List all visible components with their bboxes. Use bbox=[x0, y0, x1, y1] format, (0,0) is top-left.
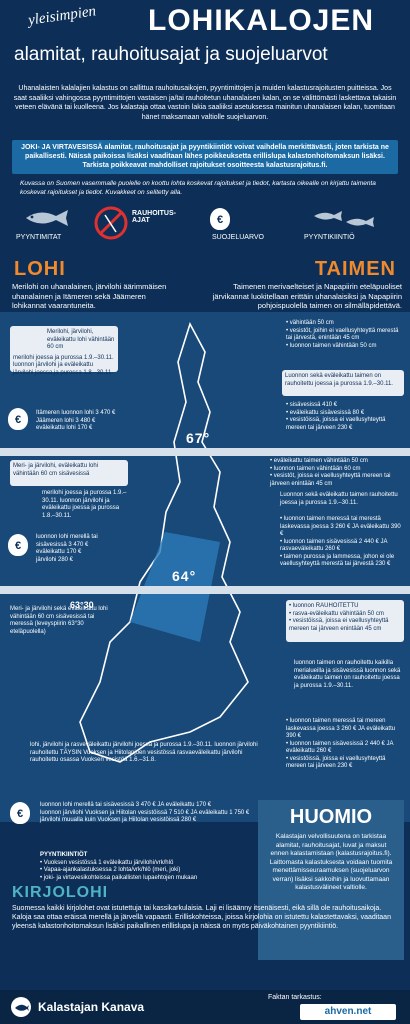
taimen-north-sizes: vähintään 50 cm vesistöt, joihin ei vael… bbox=[286, 320, 404, 350]
taimen-south-value-1: luonnon taimen meressä tai mereen laskev… bbox=[286, 718, 404, 741]
lohi-mid-close: merilohi joessa ja purossa 1.9.–30.11. l… bbox=[42, 490, 127, 519]
taimen-north-size-3: luonnon taimen vähintään 50 cm bbox=[286, 343, 404, 351]
taimen-north-close: Luonnon sekä eväleikattu taimen on rauho… bbox=[282, 370, 404, 396]
taimen-mid-sizes: eväleikattu taimen vähintään 50 cm luonn… bbox=[270, 458, 404, 488]
lohi-mid-value-3: järvilohi 280 € bbox=[36, 556, 74, 563]
lohi-north-value-3: eväleikattu lohi 170 € bbox=[36, 425, 93, 431]
legend-value: SUOJELUARVO bbox=[212, 234, 264, 241]
taimen-south-sizes: luonnon RAUHOITETTU rasva-eväleikattu vä… bbox=[286, 600, 404, 642]
taimen-mid-size-2: luonnon taimen vähintään 60 cm bbox=[270, 466, 404, 474]
taimen-north-value-2: eväleikattu sisävesissä 80 € bbox=[286, 410, 404, 418]
taimen-north-size-1: vähintään 50 cm bbox=[286, 320, 404, 328]
lohi-north-value-1: Itämeren luonnon lohi 3 470 € bbox=[36, 410, 116, 416]
footer-fact-label: Faktan tarkastus: bbox=[268, 994, 322, 1001]
lohi-mid-value-1: luonnon lohi merellä tai sisävesissä 3 4… bbox=[36, 534, 98, 548]
lohi-north-box: Merilohi, järvilohi, eväleikattu lohi vä… bbox=[10, 326, 118, 376]
legend-intro: Kuvassa on Suomen vasemmalle puolelle on… bbox=[20, 180, 376, 196]
lohi-mid-values: € luonnon lohi merellä tai sisävesissä 3… bbox=[8, 534, 124, 564]
page-title: LOHIKALOJEN bbox=[148, 4, 375, 37]
taimen-south-close: luonnon taimen on rauhoitettu kaikilla m… bbox=[294, 660, 401, 689]
taimen-mid-value-3: taimen purossa ja lammessa, johon ei ole… bbox=[280, 554, 404, 569]
lohi-south-close: lohi, järvilohi ja rasveväleikattu järvi… bbox=[30, 742, 258, 763]
money-bag-icon: € bbox=[8, 408, 28, 430]
lohi-north-close: merilohi joessa ja purossa 1.9.–30.11. l… bbox=[13, 354, 114, 376]
footer: Kalastajan Kanava Faktan tarkastus: ahve… bbox=[0, 990, 410, 1024]
taimen-south-size-2: rasva-eväleikattu vähintään 50 cm bbox=[289, 611, 401, 619]
lohi-south-value-3: järvilohi muualla kuin Vuoksen ja Hiitol… bbox=[40, 817, 197, 823]
taimen-south-value-2: luonnon taimen sisävesissä 2 440 € JA ev… bbox=[286, 741, 404, 756]
lat67-label: 67° bbox=[186, 430, 211, 446]
lohi-description: Merilohi on uhanalainen, järvilohi äärim… bbox=[12, 282, 167, 310]
lohi-south-values: luonnon lohi merellä tai sisävesissä 3 4… bbox=[40, 802, 254, 825]
kirjolohi-title: KIRJOLOHI bbox=[12, 884, 109, 901]
lat64-label: 64° bbox=[172, 568, 197, 584]
lohi-mid-sizes: Meri- ja järvilohi, eväleikattu lohi väh… bbox=[10, 460, 128, 486]
lat6330-label: 63°30 bbox=[70, 600, 94, 610]
footer-brand[interactable]: Kalastajan Kanava bbox=[38, 1000, 145, 1014]
lohi-quota-1: Vuoksen vesistössä 1 eväleikattu järvilo… bbox=[40, 860, 250, 868]
legend-row: PYYNTIMITAT RAUHOITUS-AJAT € SUOJELUARVO… bbox=[12, 206, 398, 250]
lohi-south-value-1: luonnon lohi merellä tai sisävesissä 3 4… bbox=[40, 802, 212, 808]
taimen-mid-close: Luonnon sekä eväleikattu taimen rauhoite… bbox=[280, 492, 398, 506]
taimen-north-size-2: vesistöt, joihin ei vaellusyhteyttä mere… bbox=[286, 328, 404, 343]
taimen-south-size-1: luonnon RAUHOITETTU bbox=[289, 603, 401, 611]
lohi-south-sizes: Meri- ja järvilohi sekä eväleikattu lohi… bbox=[10, 606, 108, 635]
lohi-north-sizes: Merilohi, järvilohi, eväleikattu lohi vä… bbox=[47, 329, 115, 350]
legend-closed: RAUHOITUS-AJAT bbox=[132, 210, 176, 224]
lohi-south-value-2: luonnon järvilohi Vuoksen ja Hiitolan ve… bbox=[40, 809, 250, 816]
taimen-mid-value-1: luonnon taimen meressä tai merestä laske… bbox=[280, 516, 404, 539]
money-bag-icon: € bbox=[8, 534, 28, 556]
taimen-north-value-1: sisävesissä 410 € bbox=[286, 402, 404, 410]
lohi-quota-title: PYYNTIKIINTIÖT bbox=[40, 852, 88, 858]
taimen-description: Taimenen merivaelteiset ja Napapiirin et… bbox=[212, 282, 402, 310]
taimen-north-values: sisävesissä 410 € eväleikattu sisävesiss… bbox=[286, 402, 404, 432]
taimen-mid-size-3: vesistöt, joissa ei vaellusyhteyttä mere… bbox=[270, 473, 404, 488]
taimen-south-value-3: vesistöissä, joissa ei vaellusyhteyttä m… bbox=[286, 756, 404, 771]
lohi-north-values: € Itämeren luonnon lohi 3 470 € Jäämeren… bbox=[8, 408, 134, 433]
kirjolohi-text: Suomessa kaikki kirjolohet ovat istutett… bbox=[12, 905, 391, 930]
page-subtitle: alamitat, rauhoitusajat ja suojeluarvot bbox=[14, 44, 328, 65]
money-bag-icon: € bbox=[210, 208, 230, 230]
notice-box: JOKI- JA VIRTAVESISSÄ alamitat, rauhoitu… bbox=[12, 140, 398, 174]
lohi-quota-2: Vapaa-ajankalastuksessa 2 lohta/vrk/hlö … bbox=[40, 867, 250, 875]
huomio-text: Kalastajan velvollisuutena on tarkistaa … bbox=[269, 833, 393, 891]
fish-icon bbox=[26, 210, 68, 226]
lohi-title: LOHI bbox=[14, 258, 66, 280]
header-kicker: yleisimpien bbox=[27, 3, 98, 29]
legend-quota: PYYNTIKIINTIÖ bbox=[304, 234, 355, 241]
taimen-mid-size-1: eväleikattu taimen vähintään 50 cm bbox=[270, 458, 404, 466]
money-bag-icon: € bbox=[10, 802, 30, 824]
huomio-box: HUOMIO Kalastajan velvollisuutena on tar… bbox=[258, 800, 404, 960]
lat64-line bbox=[0, 586, 410, 594]
lohi-quota: PYYNTIKIINTIÖT Vuoksen vesistössä 1 eväl… bbox=[40, 852, 250, 882]
lohi-north-value-2: Jäämeren lohi 3 480 € bbox=[36, 417, 96, 424]
huomio-title: HUOMIO bbox=[289, 806, 373, 828]
intro-text: Uhanalaisten kalalajien kalastus on sall… bbox=[13, 85, 397, 121]
taimen-south-values: luonnon taimen meressä tai mereen laskev… bbox=[286, 718, 404, 771]
fish-group-icon bbox=[314, 211, 374, 227]
lohi-quota-3: joki- ja virtavesikohteissa paikallisten… bbox=[40, 875, 250, 883]
lohi-mid-value-2: eväleikattu 170 € bbox=[36, 549, 82, 555]
taimen-north-value-3: vesistöissä, joissa ei vaellusyhteyttä m… bbox=[286, 417, 404, 432]
lat67-line bbox=[0, 448, 410, 456]
taimen-south-size-3: vesistöissä, joissa ei vaellusyhteyttä m… bbox=[289, 618, 401, 633]
taimen-mid-values: luonnon taimen meressä tai merestä laske… bbox=[280, 516, 404, 569]
partner-logo[interactable]: ahven.net bbox=[300, 1004, 396, 1020]
legend-size: PYYNTIMITAT bbox=[16, 234, 62, 241]
no-fishing-icon bbox=[94, 206, 128, 240]
taimen-title: TAIMEN bbox=[314, 258, 396, 280]
brand-logo-icon bbox=[11, 997, 31, 1017]
taimen-mid-value-2: luonnon taimen sisävesissä 2 440 € JA ra… bbox=[280, 539, 404, 554]
